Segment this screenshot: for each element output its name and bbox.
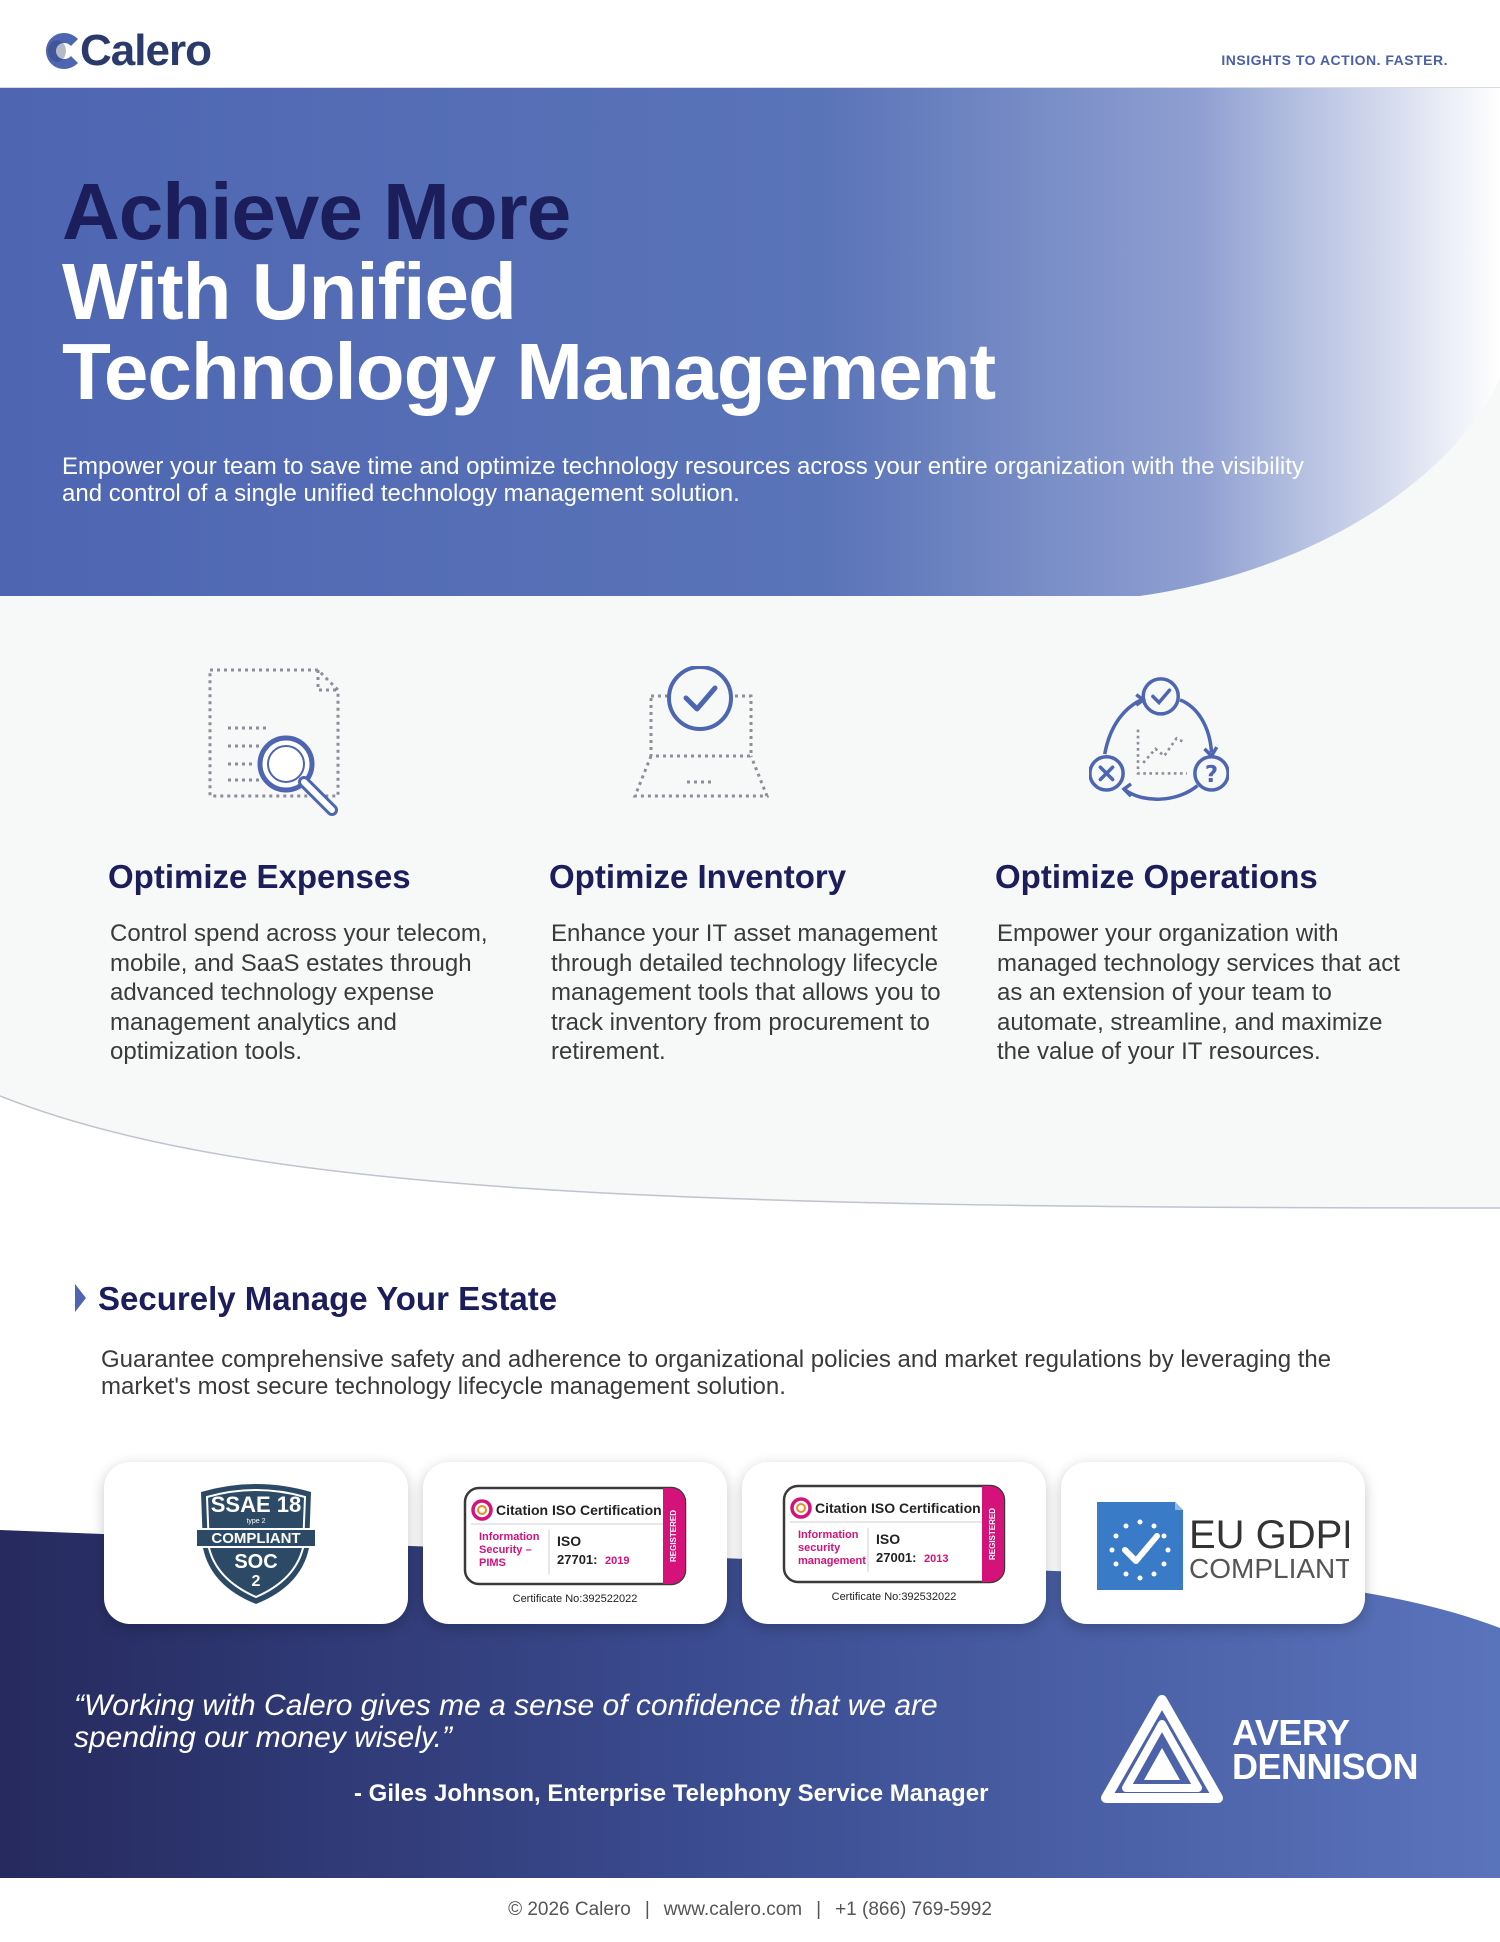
avery-text-line1: AVERY (1232, 1712, 1350, 1753)
hero-title: Achieve More With Unified Technology Man… (62, 167, 996, 416)
iso1-iso: ISO (557, 1533, 581, 1549)
hero-section: Achieve More With Unified Technology Man… (0, 88, 1500, 596)
iso27001-badge: REGISTERED Citation ISO Certification In… (742, 1462, 1046, 1624)
soc2-badge: SSAE 18 type 2 COMPLIANT SOC 2 (104, 1462, 408, 1624)
footer-website-link[interactable]: www.calero.com (663, 1899, 803, 1920)
soc-line4: 2 (252, 1573, 261, 1590)
soc-small: type 2 (246, 1518, 265, 1525)
hero-title-line1: Achieve More (62, 167, 571, 256)
cycle-operations-icon: ? (1089, 677, 1229, 801)
iso27001-certificate: REGISTERED Citation ISO Certification In… (782, 1484, 1006, 1603)
iso27701-badge: REGISTERED Citation ISO Certification In… (423, 1462, 727, 1624)
section-marker-icon (75, 1284, 86, 1312)
soc-line1: SSAE 18 (211, 1492, 302, 1517)
avery-dennison-mark-icon (1101, 1695, 1223, 1803)
hero-subtitle: Empower your team to save time and optim… (62, 453, 1304, 507)
iso1-cert: Certificate No:392522022 (513, 1593, 638, 1605)
page-footer: © 2026 Calero | www.calero.com | +1 (866… (0, 1878, 1500, 1942)
calero-brand-text: Calero (80, 26, 212, 75)
soc-line2: COMPLIANT (211, 1530, 300, 1547)
page-header: Calero INSIGHTS TO ACTION. FASTER. (0, 0, 1500, 88)
feature-text-expenses: Control spend across your telecom, mobil… (110, 920, 488, 1065)
gdpr-line1: EU GDPR (1189, 1513, 1349, 1557)
feature-text-operations: Empower your organization with managed t… (997, 920, 1400, 1065)
hero-title-line3: Technology Management (62, 327, 996, 416)
avery-text-line2: DENNISON (1232, 1746, 1419, 1787)
secure-text: Guarantee comprehensive safety and adher… (101, 1346, 1332, 1400)
secure-title: Securely Manage Your Estate (98, 1280, 558, 1317)
feature-title-operations: Optimize Operations (995, 858, 1318, 895)
document-search-icon (208, 668, 340, 816)
iso1-brand: Citation ISO Certification (496, 1502, 662, 1518)
iso2-cert: Certificate No:392532022 (832, 1591, 957, 1603)
footer-separator: | (816, 1899, 822, 1920)
tagline: INSIGHTS TO ACTION. FASTER. (1221, 52, 1448, 68)
iso2-year: 2013 (924, 1553, 948, 1565)
soc2-shield-icon: SSAE 18 type 2 COMPLIANT SOC 2 (195, 1484, 317, 1604)
hero-title-line2: With Unified (62, 247, 517, 336)
iso2-desc1: Information (798, 1529, 859, 1541)
testimonial-author: - Giles Johnson, Enterprise Telephony Se… (354, 1780, 989, 1807)
iso1-desc1: Information (479, 1531, 540, 1543)
iso2-desc3: management (798, 1555, 866, 1567)
iso2-iso: ISO (876, 1531, 900, 1547)
feature-title-expenses: Optimize Expenses (108, 858, 411, 895)
certification-badges: SSAE 18 type 2 COMPLIANT SOC 2 REGISTERE… (0, 1462, 1500, 1626)
quote-line1: “Working with Calero gives me a sense of… (74, 1689, 938, 1722)
avery-dennison-text: AVERY DENNISON (1232, 1712, 1419, 1787)
svg-text:?: ? (1205, 762, 1218, 788)
iso2-desc2: security (798, 1542, 841, 1554)
iso2-registered: REGISTERED (988, 1508, 997, 1560)
iso27701-certificate: REGISTERED Citation ISO Certification In… (463, 1486, 687, 1605)
features-curve-line (0, 1095, 1500, 1210)
iso2-brand: Citation ISO Certification (815, 1500, 981, 1516)
footer-separator: | (644, 1899, 650, 1920)
gdpr-compliant-logo: EU GDPR COMPLIANT (1097, 1502, 1349, 1590)
iso1-desc2: Security – (479, 1544, 532, 1556)
iso1-registered: REGISTERED (669, 1510, 678, 1562)
footer-copyright: © 2026 Calero (508, 1899, 631, 1920)
gdpr-badge: EU GDPR COMPLIANT (1061, 1462, 1365, 1624)
gdpr-line2: COMPLIANT (1189, 1553, 1349, 1584)
features-section: Optimize Expenses Control spend across y… (0, 596, 1500, 1210)
soc-line3: SOC (234, 1551, 277, 1573)
calero-logo-mark-icon (46, 33, 78, 69)
iso1-num: 27701: (557, 1552, 597, 1567)
footer-phone[interactable]: +1 (866) 769-5992 (835, 1899, 992, 1920)
iso2-num: 27001: (876, 1550, 916, 1565)
laptop-check-icon (632, 666, 769, 798)
quote-line2: spending our money wisely.” (74, 1721, 452, 1754)
hero-white-curve (1140, 378, 1500, 596)
feature-text-inventory: Enhance your IT asset management through… (551, 920, 941, 1065)
testimonial-quote: “Working with Calero gives me a sense of… (74, 1690, 1074, 1754)
avery-dennison-logo: AVERY DENNISON (1100, 1694, 1419, 1806)
feature-title-inventory: Optimize Inventory (549, 858, 847, 895)
iso1-desc3: PIMS (479, 1557, 506, 1569)
iso1-year: 2019 (605, 1555, 629, 1567)
calero-logo[interactable]: Calero (44, 26, 212, 76)
